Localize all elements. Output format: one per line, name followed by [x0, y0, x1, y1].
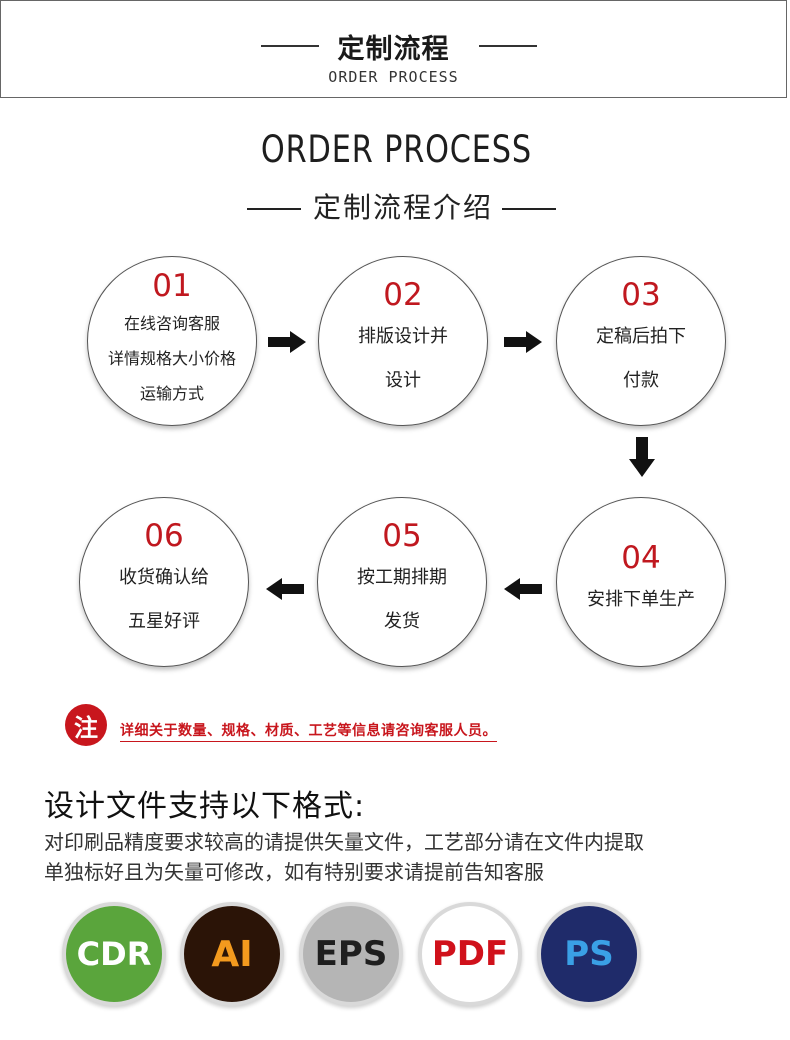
step-number: 06 [144, 517, 184, 554]
step-number: 03 [621, 276, 661, 313]
formats-title: 设计文件支持以下格式: [44, 789, 366, 824]
step-line: 运输方式 [139, 384, 204, 403]
step-number: 04 [621, 539, 661, 576]
step-line: 付款 [623, 369, 659, 391]
step-line: 安排下单生产 [587, 588, 695, 610]
format-label: AI [211, 933, 253, 975]
step-number: 01 [152, 268, 192, 304]
arrow-down-icon [629, 437, 655, 477]
note-badge: 注 [65, 704, 107, 746]
eps-format-icon: EPS [299, 902, 403, 1006]
pdf-format-icon: PDF [418, 902, 522, 1006]
arrow-left-icon [266, 578, 304, 600]
section-title: ORDER PROCESS [260, 128, 532, 171]
section-subtitle: 定制流程介绍 [312, 191, 493, 224]
format-label: EPS [314, 934, 388, 974]
formats-description-line-2: 单独标好且为矢量可修改，如有特别要求请提前告知客服 [44, 860, 544, 884]
header-left-rule [261, 45, 319, 47]
step-number: 05 [382, 517, 422, 554]
ps-format-icon: PS [537, 902, 641, 1006]
cdr-format-icon: CDR [62, 902, 166, 1006]
step-02: 02 排版设计并 设计 [318, 256, 488, 426]
step-01: 01 在线咨询客服 详情规格大小价格 运输方式 [87, 256, 257, 426]
step-line: 在线咨询客服 [123, 314, 220, 333]
step-line: 发货 [384, 610, 420, 632]
step-06: 06 收货确认给 五星好评 [79, 497, 249, 667]
formats-description-line-1: 对印刷品精度要求较高的请提供矢量文件，工艺部分请在文件内提取 [44, 830, 644, 854]
step-03: 03 定稿后拍下 付款 [556, 256, 726, 426]
arrow-left-icon [504, 578, 542, 600]
step-04: 04 安排下单生产 [556, 497, 726, 667]
step-number: 02 [383, 276, 423, 313]
step-line: 定稿后拍下 [596, 325, 686, 347]
step-line: 设计 [385, 369, 421, 391]
arrow-right-icon [504, 331, 542, 353]
section-right-rule [502, 208, 556, 210]
header-right-rule [479, 45, 537, 47]
note-text: 详细关于数量、规格、材质、工艺等信息请咨询客服人员。 [120, 720, 497, 742]
header-box: 定制流程 ORDER PROCESS [0, 0, 787, 98]
section-left-rule [247, 208, 301, 210]
step-05: 05 按工期排期 发货 [317, 497, 487, 667]
step-line: 详情规格大小价格 [107, 349, 236, 368]
step-line: 五星好评 [128, 610, 200, 632]
arrow-right-icon [268, 331, 306, 353]
step-line: 收货确认给 [119, 566, 209, 588]
header-title: 定制流程 [337, 34, 450, 65]
step-line: 排版设计并 [358, 325, 448, 347]
step-line: 按工期排期 [357, 566, 447, 588]
format-label: PS [564, 934, 614, 974]
format-label: CDR [76, 935, 152, 973]
header-subtitle: ORDER PROCESS [328, 68, 459, 86]
format-label: PDF [431, 934, 509, 974]
ai-format-icon: AI [180, 902, 284, 1006]
